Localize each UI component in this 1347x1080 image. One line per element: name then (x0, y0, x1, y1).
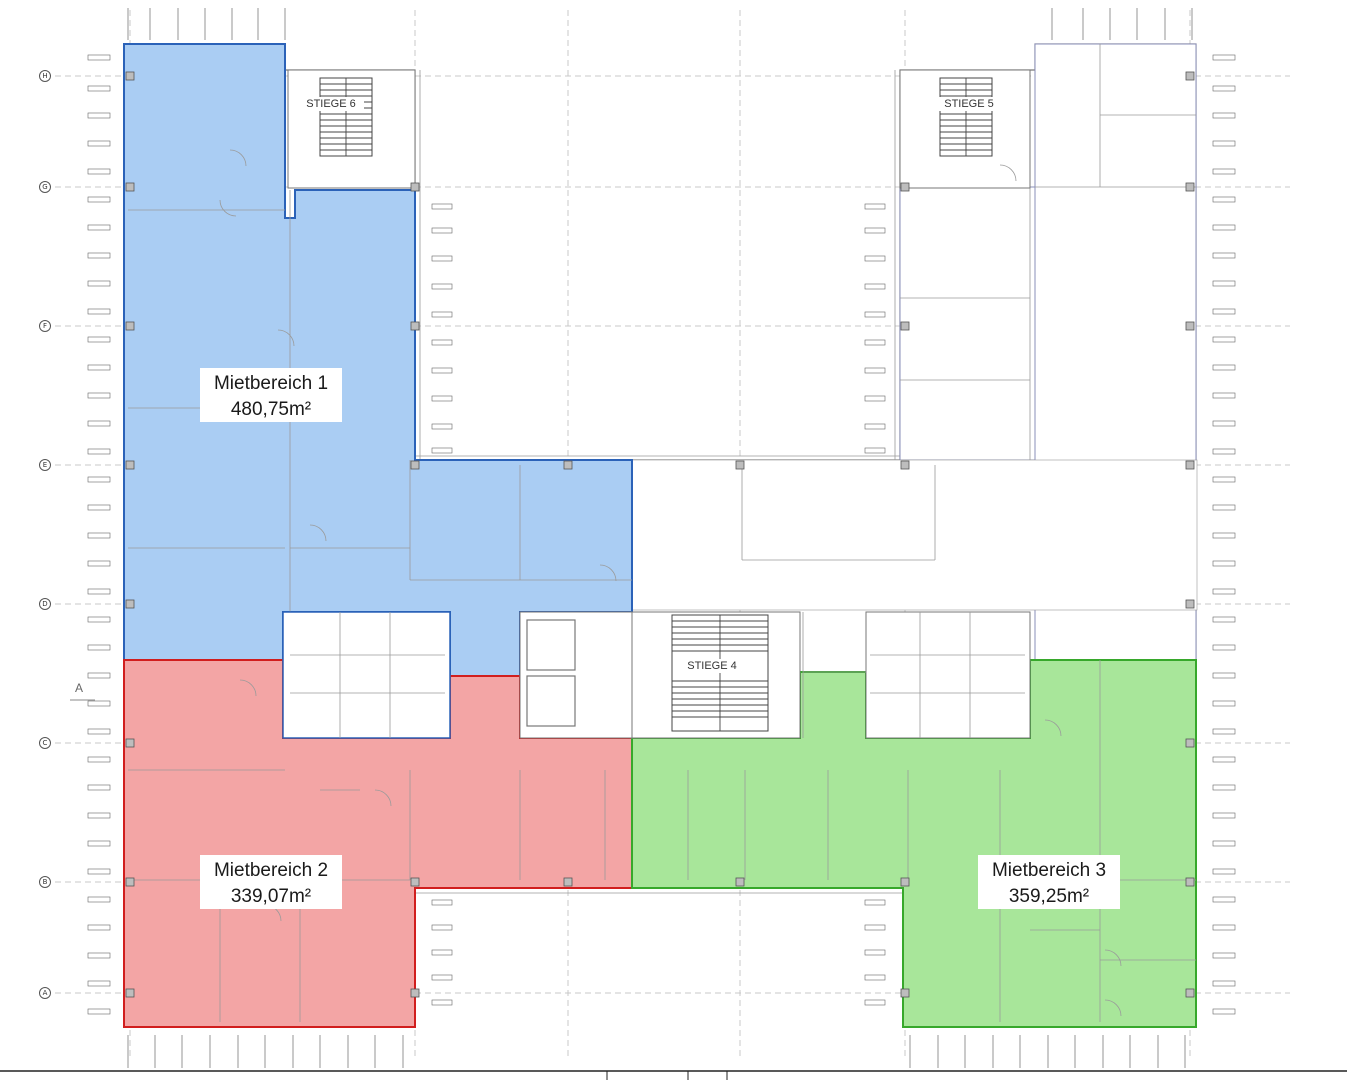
left-window-tags (87, 54, 111, 1015)
axis-bubble-f (39, 320, 51, 332)
title-block-edge (0, 1070, 1347, 1080)
zone-label-mietbereich-2: Mietbereich 2 339,07m² (200, 855, 342, 909)
axis-label-f: F (43, 322, 47, 330)
courtyard-window-tags (431, 203, 886, 1006)
zone-area-mietbereich-3: 359,25m² (1009, 886, 1089, 907)
axis-label-c: C (43, 739, 48, 747)
axis-bubble-d (39, 598, 51, 610)
axis-bubble-g (39, 181, 51, 193)
axis-label-a: A (43, 989, 48, 997)
axis-bubble-e (39, 459, 51, 471)
axis-label-d: D (42, 600, 47, 608)
bottom-dimension-ticks (127, 1035, 1186, 1068)
axis-bubble-b (39, 876, 51, 888)
section-marker: A (70, 681, 95, 701)
axis-bubble-c (39, 737, 51, 749)
unassigned-areas (631, 43, 1198, 661)
zone-area-mietbereich-2: 339,07m² (231, 886, 311, 907)
zone-name-mietbereich-1: Mietbereich 1 (214, 373, 328, 394)
stair-stiege-5: STIEGE 5 (899, 69, 1031, 189)
top-dimension-ticks (127, 8, 1193, 40)
grid-axis-labels: H G F E D C B A (39, 70, 51, 999)
door-swings (219, 149, 1122, 1017)
interior-partitions (128, 190, 1196, 1022)
axis-bubble-h (39, 70, 51, 82)
zone-area-mietbereich-1: 480,75m² (231, 399, 311, 420)
stair-label-stiege-5: STIEGE 5 (944, 98, 994, 110)
right-window-tags (1212, 54, 1236, 1015)
stair-label-stiege-4: STIEGE 4 (687, 660, 737, 672)
stair-label-stiege-6: STIEGE 6 (306, 98, 356, 110)
axis-bubble-a (39, 987, 51, 999)
central-core (282, 611, 1031, 739)
section-marker-label: A (75, 681, 83, 695)
zone-name-mietbereich-3: Mietbereich 3 (992, 860, 1106, 881)
axis-label-g: G (42, 183, 47, 191)
columns (125, 71, 1195, 998)
axis-label-b: B (43, 878, 48, 886)
stair-stiege-4: STIEGE 4 (671, 614, 769, 732)
zone-label-mietbereich-1: Mietbereich 1 480,75m² (200, 368, 342, 422)
stair-stiege-6: STIEGE 6 (287, 69, 416, 189)
axis-label-h: H (42, 72, 47, 80)
zone-label-mietbereich-3: Mietbereich 3 359,25m² (978, 855, 1120, 909)
zone-name-mietbereich-2: Mietbereich 2 (214, 860, 328, 881)
axis-label-e: E (43, 461, 47, 469)
